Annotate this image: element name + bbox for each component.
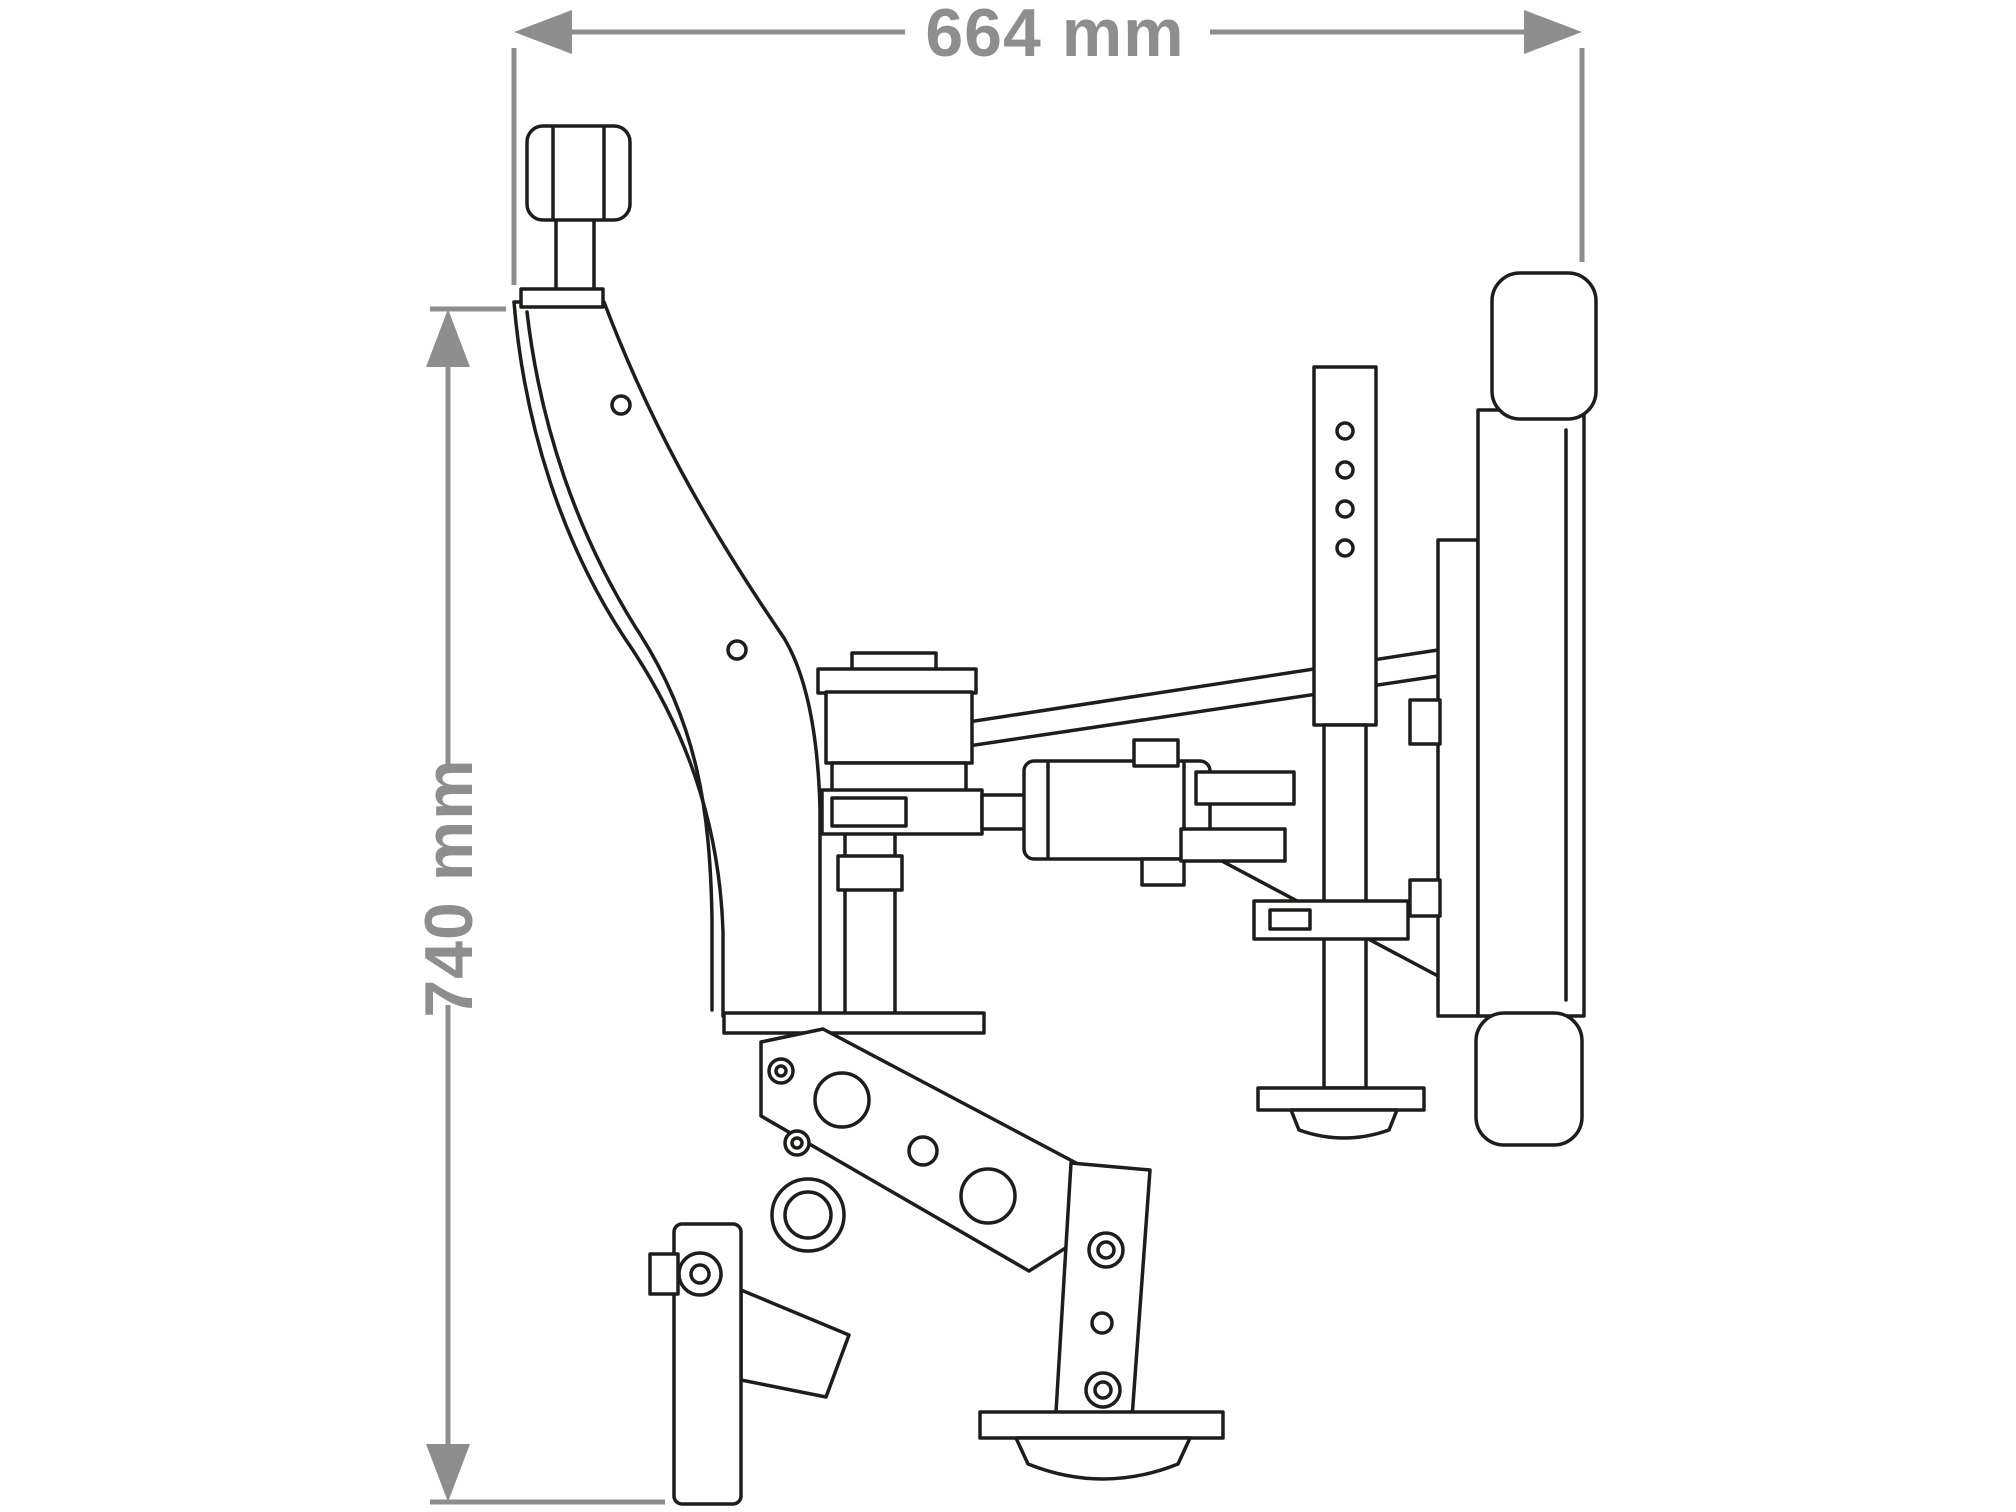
pivot-hub-inner — [783, 1190, 833, 1240]
pivot-block — [824, 690, 974, 765]
support-leg — [1252, 365, 1426, 1140]
knob-head — [525, 124, 632, 222]
leg-hole — [1335, 460, 1355, 480]
bracket-outline — [512, 300, 822, 1018]
linkage-foot-bar — [978, 1410, 1225, 1440]
mount-lug-top — [1408, 698, 1442, 746]
column-collar — [836, 854, 904, 892]
clevis-bottom — [1179, 827, 1287, 863]
leg-hole — [1335, 499, 1355, 519]
pressure-plate — [1474, 271, 1598, 1147]
arrow-right-icon — [1524, 10, 1582, 54]
side-plate-bolt-head — [648, 1252, 680, 1296]
linkage-foot-pad — [1014, 1436, 1192, 1481]
arm-bolt-center — [1093, 1380, 1113, 1400]
plate-body — [1476, 408, 1586, 1018]
leg-hole — [1335, 538, 1355, 558]
mount-lug-bottom — [1408, 878, 1442, 918]
arm-bolt-center — [1096, 1240, 1116, 1260]
pin-slot — [830, 796, 908, 828]
arrow-down-icon — [426, 1444, 470, 1502]
leg-foot-pad — [1289, 1108, 1399, 1140]
pivot-band — [830, 761, 968, 793]
leg-hole — [1335, 421, 1355, 441]
link-bolt-center — [790, 1136, 804, 1150]
top-knob — [519, 124, 632, 309]
dimension-arrows-and-labels: 664 mm 740 mm — [411, 0, 1582, 1502]
cylinder-assembly — [722, 651, 1296, 1035]
cylinder-port-top — [1132, 738, 1180, 768]
side-plate-bolt-center — [689, 1263, 711, 1285]
bracket-hole — [610, 394, 632, 416]
link-hole-small — [907, 1135, 939, 1167]
arrow-left-icon — [514, 10, 572, 54]
cap-plate — [816, 667, 978, 695]
cylinder-rod — [980, 793, 1028, 831]
link-bolt-center — [774, 1064, 788, 1078]
base-plate — [722, 1011, 986, 1035]
plate-top-pad — [1490, 271, 1598, 421]
arrow-up-icon — [426, 309, 470, 367]
lower-linkage — [648, 1027, 1225, 1506]
arm-hole — [1090, 1311, 1114, 1335]
bracket-inner-contour — [525, 310, 714, 1012]
dimension-lines — [430, 29, 1585, 1505]
height-dimension-label: 740 mm — [411, 758, 487, 1017]
link-hole-large — [813, 1071, 871, 1129]
plate-bottom-pad — [1474, 1011, 1584, 1147]
knob-washer — [519, 287, 605, 309]
link-hole-large — [959, 1167, 1017, 1225]
dimension-annotations: 664 mm 740 mm — [411, 0, 1585, 1505]
mount-strip — [1408, 538, 1480, 1018]
swan-neck-bracket — [512, 300, 822, 1018]
mount-strip-body — [1436, 538, 1480, 1018]
gusset — [739, 1288, 851, 1399]
leg-foot-bar — [1256, 1086, 1426, 1112]
cylinder-body — [1022, 759, 1212, 861]
machine-drawing — [512, 124, 1598, 1506]
leg-clamp-slot — [1268, 908, 1312, 931]
bracket-hole — [726, 639, 748, 661]
width-dimension-label: 664 mm — [925, 0, 1184, 71]
cylinder-port-bottom — [1140, 857, 1186, 887]
clevis-top — [1194, 770, 1296, 806]
knob-stem — [554, 213, 596, 295]
